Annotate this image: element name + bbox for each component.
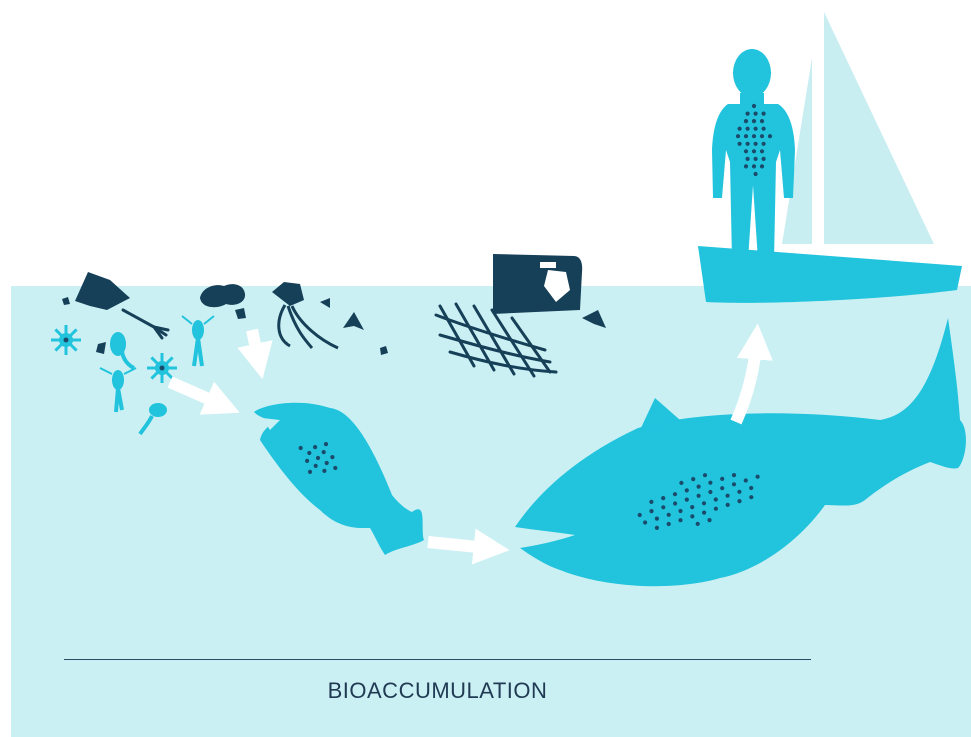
particle-dot	[762, 157, 766, 161]
particle-dot	[760, 164, 764, 168]
particle-dot	[736, 134, 740, 138]
particle-dot	[749, 495, 753, 499]
particle-dot	[752, 134, 756, 138]
particle-dot	[726, 494, 730, 498]
particle-dot	[720, 486, 724, 490]
particle-dot	[643, 520, 647, 524]
particle-dot	[752, 164, 756, 168]
particle-dot	[720, 477, 724, 481]
particle-dot	[744, 478, 748, 482]
particle-dot	[667, 513, 671, 517]
particle-dot	[738, 127, 742, 131]
particle-dot	[655, 517, 659, 521]
particle-dot	[752, 149, 756, 153]
particle-dot	[760, 134, 764, 138]
particle-dot	[678, 509, 682, 513]
particle-dot	[649, 509, 653, 513]
particle-dot	[708, 490, 712, 494]
particle-dot	[754, 157, 758, 161]
particle-dot	[649, 500, 653, 504]
particle-dot	[760, 149, 764, 153]
particle-dot	[314, 464, 318, 468]
particle-dot	[714, 507, 718, 511]
particle-dot	[679, 481, 683, 485]
particle-dot	[697, 494, 701, 498]
particle-dot	[316, 456, 320, 460]
particle-dot	[762, 142, 766, 146]
particle-dot	[752, 104, 756, 108]
particle-dot	[726, 503, 730, 507]
particle-dot	[703, 473, 707, 477]
diagram-caption: BIOACCUMULATION	[64, 678, 811, 704]
particle-dot	[333, 466, 337, 470]
particle-dot	[746, 142, 750, 146]
particle-dot	[702, 510, 706, 514]
particle-dot	[305, 459, 309, 463]
particle-dot	[756, 475, 760, 479]
particle-dot	[754, 112, 758, 116]
particle-dot	[691, 477, 695, 481]
particle-dot	[744, 119, 748, 123]
particle-dot	[696, 522, 700, 526]
particle-dot	[673, 501, 677, 505]
water	[11, 286, 971, 737]
particle-dot	[744, 134, 748, 138]
particle-dot	[752, 119, 756, 123]
particle-dot	[707, 518, 711, 522]
particle-dot	[685, 498, 689, 502]
particle-dot	[737, 490, 741, 494]
particle-dot	[746, 157, 750, 161]
particle-dot	[746, 112, 750, 116]
particle-dot	[324, 442, 328, 446]
particle-dot	[768, 134, 772, 138]
particle-dot	[690, 514, 694, 518]
particle-dot	[762, 127, 766, 131]
particle-dot	[685, 488, 689, 492]
particle-dot	[690, 505, 694, 509]
particle-dot	[330, 455, 334, 459]
particle-dot	[307, 451, 311, 455]
canister-icon	[493, 254, 582, 314]
particle-dot	[702, 501, 706, 505]
particle-dot	[325, 461, 329, 465]
caption-divider	[64, 659, 811, 660]
particle-dot	[638, 513, 642, 517]
particle-dot	[667, 522, 671, 526]
particle-dot	[746, 127, 750, 131]
particle-dot	[744, 164, 748, 168]
particle-dot	[299, 446, 303, 450]
particle-dot	[737, 499, 741, 503]
particle-dot	[697, 485, 701, 489]
particle-dot	[754, 142, 758, 146]
particle-dot	[714, 497, 718, 501]
particle-dot	[754, 172, 758, 176]
particle-dot	[673, 492, 677, 496]
particle-dot	[708, 481, 712, 485]
particle-dot	[322, 450, 326, 454]
particle-dot	[738, 142, 742, 146]
particle-dot	[661, 505, 665, 509]
particle-dot	[661, 496, 665, 500]
particle-dot	[322, 469, 326, 473]
particle-dot	[760, 119, 764, 123]
particle-dot	[732, 473, 736, 477]
particle-dot	[313, 445, 317, 449]
particle-dot	[655, 526, 659, 530]
particle-dot	[308, 470, 312, 474]
particle-dot	[744, 149, 748, 153]
particle-dot	[732, 482, 736, 486]
plankton-star	[51, 325, 81, 355]
particle-dot	[762, 112, 766, 116]
particle-dot	[754, 127, 758, 131]
particle-dot	[678, 518, 682, 522]
particle-dot	[749, 486, 753, 490]
